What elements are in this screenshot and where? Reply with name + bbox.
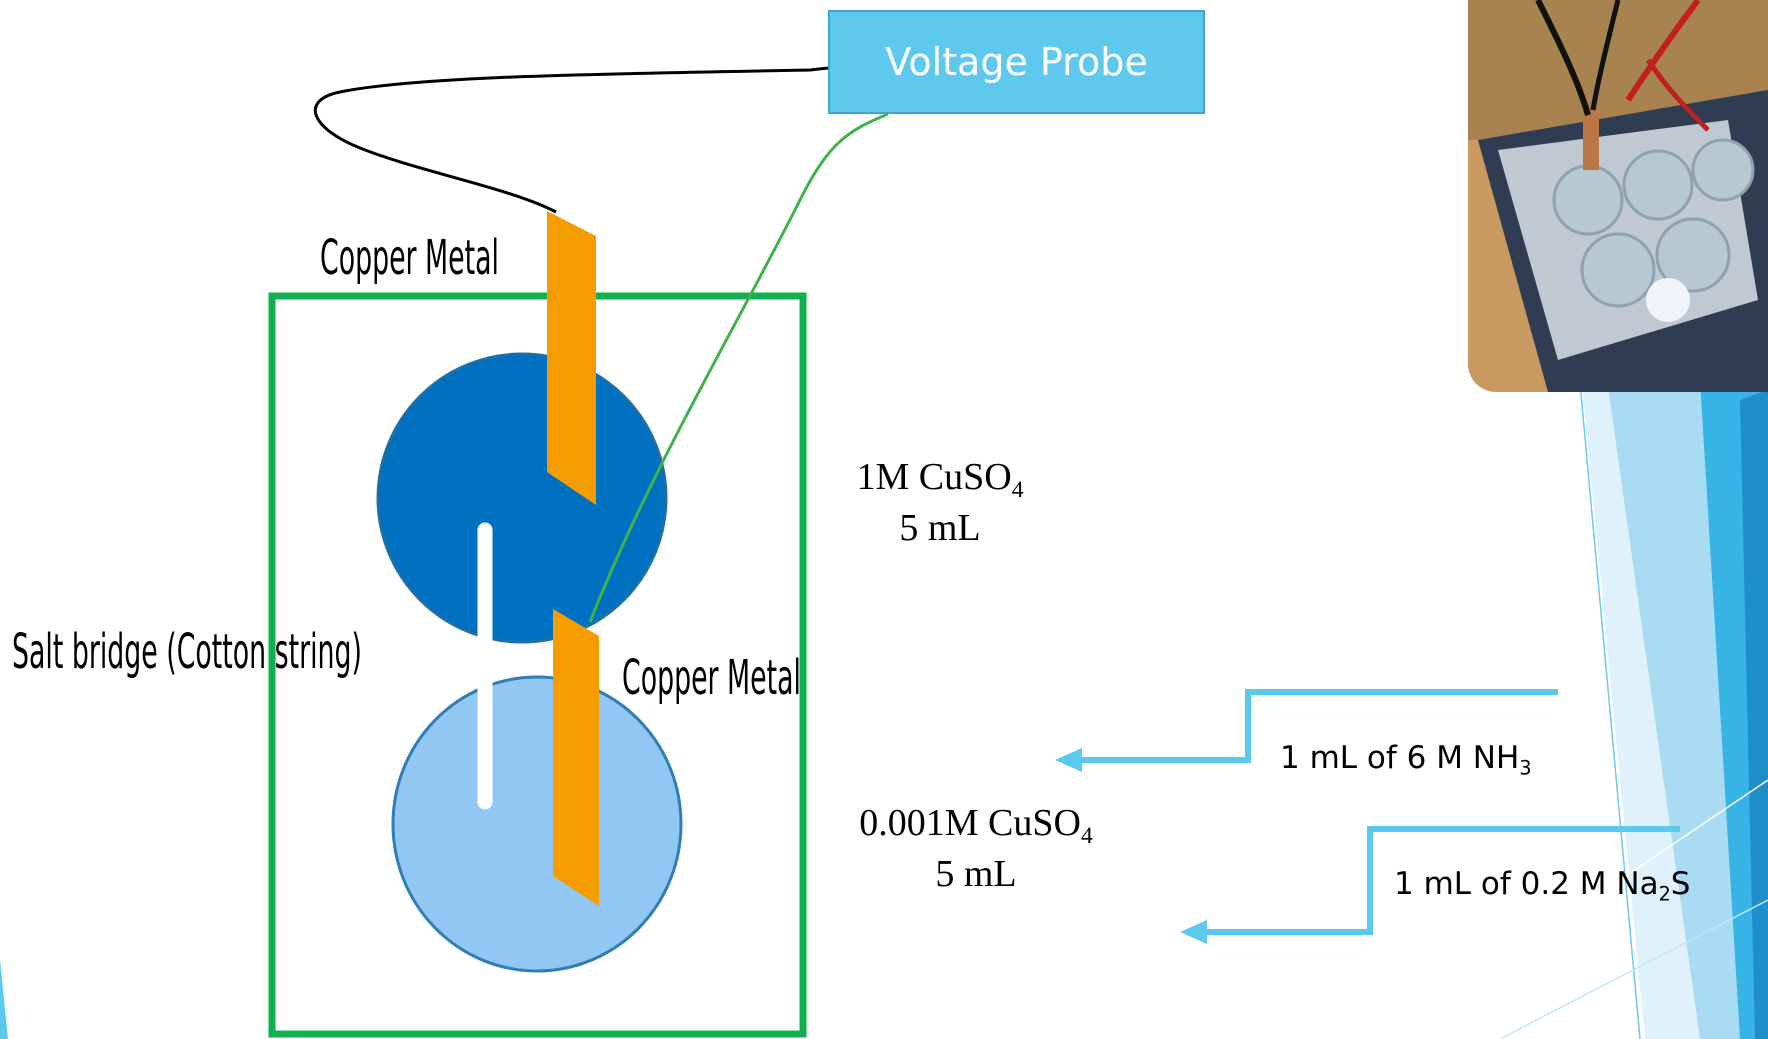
top-copper-strip [547,211,596,505]
bottom-solution-label: 0.001M CuSO4 5 mL [826,798,1126,901]
top-solution-label: 1M CuSO4 5 mL [840,452,1040,555]
arrow-nh3 [1075,689,1558,763]
bottom-copper-label: Copper Metal [622,650,801,706]
na2s-addition-label: 1 mL of 0.2 M Na2S [1394,866,1691,906]
nh3-addition-label: 1 mL of 6 M NH3 [1280,740,1532,780]
top-solution-well [376,352,668,644]
bottom-copper-strip [553,609,599,906]
apparatus-photo [1468,0,1768,392]
decor-line [1499,899,1768,1039]
top-copper-label: Copper Metal [320,230,499,286]
well-plate-outline [268,292,807,1038]
voltage-probe-box: Voltage Probe [828,10,1205,114]
bottom-solution-well [391,675,683,973]
decor-dark-panel [1740,390,1768,1039]
top-solution-formula: 1M CuSO4 [856,456,1024,504]
black-wire [313,66,829,214]
arrow-nh3-head [1055,748,1082,772]
salt-bridge-label: Salt bridge (Cotton string) [12,624,362,680]
arrow-na2s-head [1180,920,1207,944]
voltage-probe-label: Voltage Probe [885,40,1148,84]
bottom-solution-volume: 5 mL [935,853,1017,896]
decor-line [1619,779,1768,881]
decor-left-sliver [0,960,8,1039]
bottom-solution-formula: 0.001M CuSO4 [859,802,1093,850]
arrow-na2s [1200,826,1680,935]
top-solution-volume: 5 mL [899,507,981,550]
apparatus-photo-drawing [1468,0,1768,392]
green-wire [588,112,889,623]
